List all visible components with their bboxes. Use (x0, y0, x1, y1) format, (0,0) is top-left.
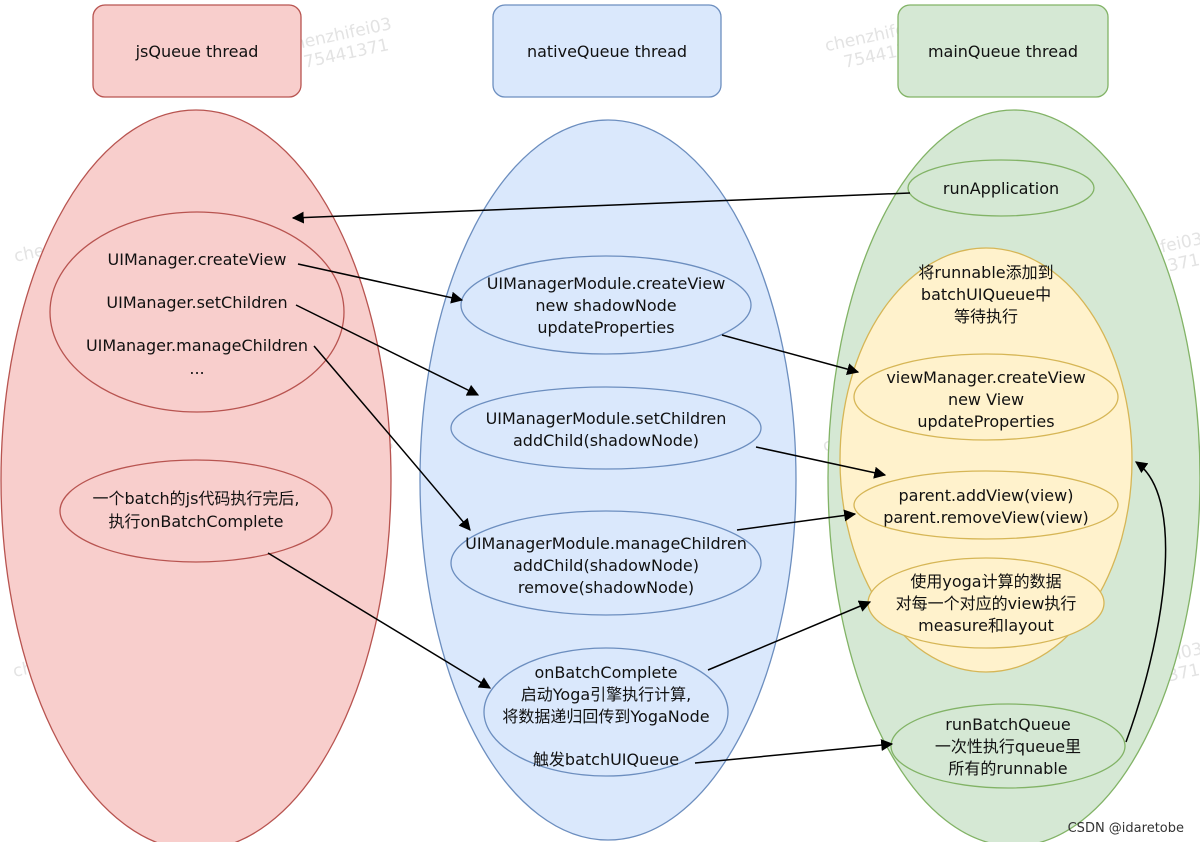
footer-credit: CSDN @idaretobe (1068, 821, 1184, 836)
js-manage-children-text: UIManager.manageChildren (86, 336, 308, 355)
main-batch-ui-queue-container: 将runnable添加到 batchUIQueue中 等待执行 (839, 247, 1133, 673)
main-add-view-text: parent.removeView(view) (883, 508, 1089, 527)
js-batch-shape (59, 459, 333, 563)
arrow-run-batch-queue-loop (1125, 461, 1167, 743)
native-manage-children-text: remove(shadowNode) (518, 578, 694, 597)
header-js: jsQueue thread (92, 4, 302, 98)
main-batch-ui-queue-text: 等待执行 (954, 307, 1018, 326)
native-create-view-text: updateProperties (537, 318, 674, 337)
js-batch-node: 一个batch的js代码执行完后, 执行onBatchComplete (59, 459, 333, 563)
arrow-yoga-measure (707, 600, 872, 671)
native-batch-complete-text: 将数据递归回传到YogaNode (502, 707, 709, 726)
main-batch-ui-queue-shape (839, 247, 1133, 673)
arrow-group (267, 192, 1167, 764)
native-batch-complete-node: onBatchComplete 启动Yoga引擎执行计算, 将数据递归回传到Yo… (483, 647, 729, 777)
main-create-view-text: new View (948, 390, 1024, 409)
native-batch-complete-text: 启动Yoga引擎执行计算, (521, 685, 692, 704)
native-set-children-shape (450, 386, 762, 470)
native-manage-children-text: addChild(shadowNode) (513, 556, 699, 575)
main-batch-ui-queue-text: batchUIQueue中 (921, 285, 1051, 304)
native-set-children-text: UIManagerModule.setChildren (486, 409, 727, 428)
header-native: nativeQueue thread (492, 4, 722, 98)
main-run-application-node: runApplication (907, 159, 1095, 217)
arrow-native-manage-children (736, 509, 857, 531)
native-create-view-text: new shadowNode (535, 296, 676, 315)
main-create-view-text: updateProperties (917, 412, 1054, 431)
main-run-application-text: runApplication (943, 179, 1059, 198)
native-set-children-node: UIManagerModule.setChildren addChild(sha… (450, 386, 762, 470)
native-batch-complete-text: onBatchComplete (534, 663, 677, 682)
main-measure-layout-text: 对每一个对应的view执行 (896, 594, 1077, 613)
main-add-view-shape (853, 470, 1119, 540)
main-batch-ui-queue-text: 将runnable添加到 (918, 263, 1053, 282)
arrow-create-view (297, 263, 464, 304)
native-manage-children-shape (450, 510, 762, 616)
header-main-label: mainQueue thread (928, 42, 1078, 61)
native-create-view-node: UIManagerModule.createView new shadowNod… (460, 255, 752, 355)
main-create-view-text: viewManager.createView (886, 368, 1085, 387)
native-batch-complete-shape (483, 647, 729, 777)
arrow-native-set-children (755, 446, 887, 479)
main-create-view-node: viewManager.createView new View updatePr… (853, 353, 1119, 441)
header-main: mainQueue thread (897, 4, 1109, 98)
native-create-view-text: UIManagerModule.createView (487, 274, 726, 293)
arrow-batch-complete (267, 552, 492, 689)
header-js-box (92, 4, 302, 98)
main-add-view-text: parent.addView(view) (899, 486, 1074, 505)
js-batch-text: 一个batch的js代码执行完后, (92, 489, 299, 508)
js-ui-manager-shape (49, 211, 345, 413)
arrow-native-create-view (721, 334, 860, 375)
main-create-view-shape (853, 353, 1119, 441)
main-run-batch-queue-text: 所有的runnable (948, 759, 1067, 778)
arrow-trigger-batch-ui-queue (694, 739, 894, 764)
main-run-batch-queue-text: 一次性执行queue里 (935, 737, 1081, 756)
arrow-run-application-to-js (291, 192, 911, 224)
js-set-children-text: UIManager.setChildren (106, 293, 287, 312)
native-create-view-shape (460, 255, 752, 355)
main-run-batch-queue-node: runBatchQueue 一次性执行queue里 所有的runnable (890, 703, 1126, 789)
native-manage-children-text: UIManagerModule.manageChildren (465, 534, 747, 553)
header-native-box (492, 4, 722, 98)
main-run-batch-queue-text: runBatchQueue (945, 715, 1070, 734)
arrow-set-children (295, 304, 480, 396)
main-measure-layout-text: 使用yoga计算的数据 (910, 572, 1061, 591)
main-measure-layout-text: measure和layout (918, 616, 1054, 635)
header-js-label: jsQueue thread (135, 42, 259, 61)
main-run-application-shape (907, 159, 1095, 217)
js-create-view-text: UIManager.createView (108, 250, 287, 269)
header-native-label: nativeQueue thread (527, 42, 687, 61)
js-batch-text: 执行onBatchComplete (108, 512, 283, 531)
main-add-view-node: parent.addView(view) parent.removeView(v… (853, 470, 1119, 540)
header-main-box (897, 4, 1109, 98)
arrow-manage-children (313, 345, 471, 531)
js-ellipsis-text: ... (189, 359, 204, 378)
native-manage-children-node: UIManagerModule.manageChildren addChild(… (450, 510, 762, 616)
native-batch-complete-text: 触发batchUIQueue (533, 750, 679, 769)
native-set-children-text: addChild(shadowNode) (513, 431, 699, 450)
js-ui-manager-node: UIManager.createView UIManager.setChildr… (49, 211, 345, 413)
main-measure-layout-node: 使用yoga计算的数据 对每一个对应的view执行 measure和layout (867, 557, 1105, 649)
